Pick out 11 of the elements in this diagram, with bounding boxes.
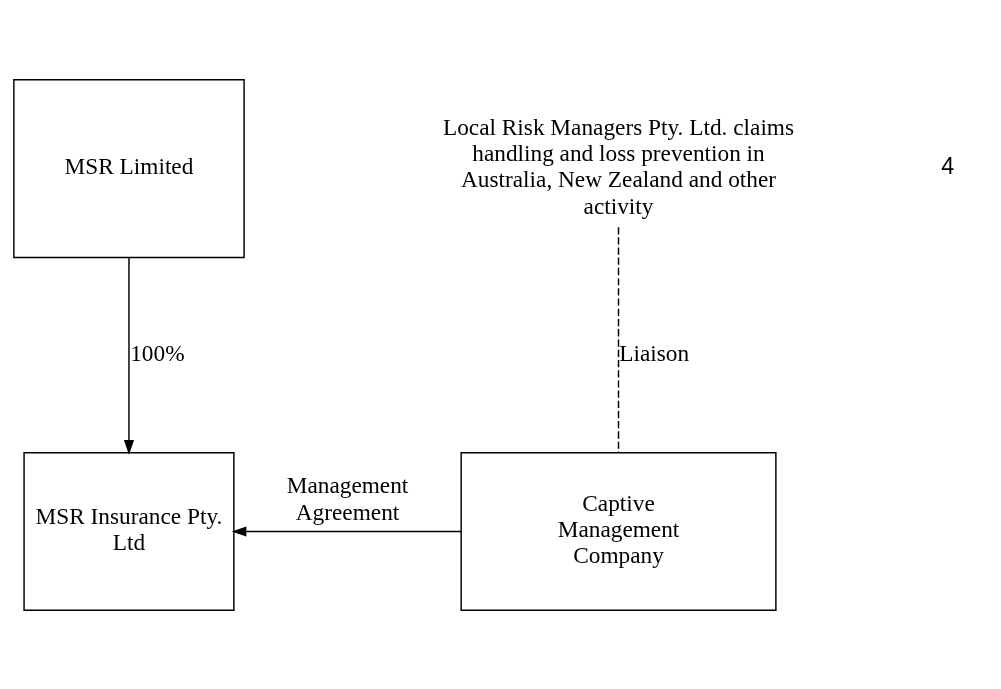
node-box: Captive Management Company <box>460 451 777 611</box>
edge-label: Liaison <box>619 339 690 366</box>
arrow <box>123 256 135 455</box>
node-box: MSR Insurance Pty. Ltd <box>23 451 235 611</box>
node-text: Local Risk Managers Pty. Ltd. claims handling and loss prevention in Australia, New Zealand and other activity <box>442 113 795 219</box>
connector <box>617 225 620 453</box>
edge-label: Management Agreement <box>286 471 409 525</box>
node-box: MSR Limited <box>13 78 245 258</box>
arrow <box>231 525 462 537</box>
edge-label: 100% <box>130 339 185 366</box>
label: 4 <box>941 152 955 179</box>
